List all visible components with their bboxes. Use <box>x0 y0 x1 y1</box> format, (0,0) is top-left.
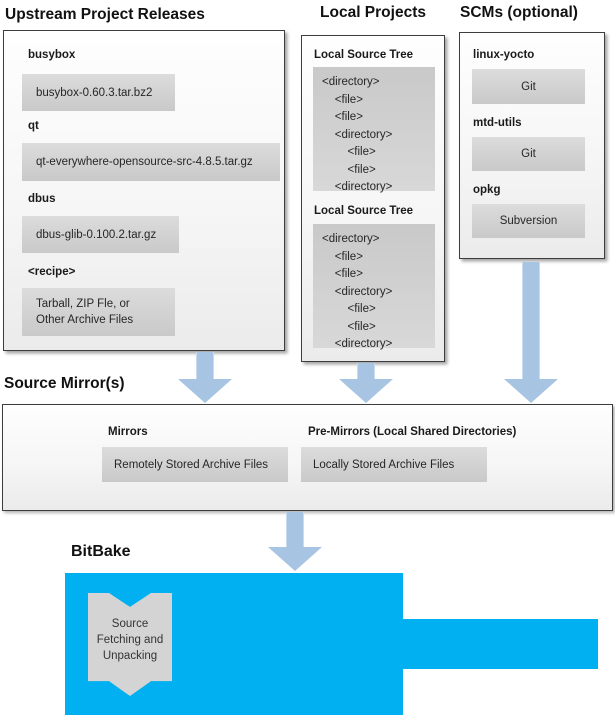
scm-item-label: mtd-utils <box>473 117 522 129</box>
upstream-item-label: qt <box>28 120 39 132</box>
scm-type-text: Git <box>521 148 536 160</box>
local-projects-box: Local Source Tree <directory> <file> <fi… <box>301 35 445 362</box>
arrow-upstream-to-mirrors-icon <box>178 352 232 403</box>
mirrors-item: Remotely Stored Archive Files <box>102 447 288 482</box>
upstream-box: busybox busybox-0.60.3.tar.bz2 qt qt-eve… <box>3 30 285 351</box>
upstream-item-file: Tarball, ZIP Fle, or Other Archive Files <box>22 288 175 336</box>
premirrors-item-text: Locally Stored Archive Files <box>313 458 455 471</box>
source-mirrors-box: Mirrors Remotely Stored Archive Files Pr… <box>2 404 613 511</box>
source-mirrors-title: Source Mirror(s) <box>4 375 125 392</box>
premirrors-heading: Pre-Mirrors (Local Shared Directories) <box>308 426 517 438</box>
mirrors-heading: Mirrors <box>108 426 148 438</box>
arrow-shaft <box>196 352 214 380</box>
scm-item-type: Git <box>472 137 585 171</box>
premirrors-item: Locally Stored Archive Files <box>301 447 487 482</box>
arrow-local-to-mirrors-icon <box>339 363 393 403</box>
scm-item-type: Git <box>472 69 585 104</box>
scms-box: linux-yocto Git mtd-utils Git opkg Subve… <box>459 32 605 259</box>
scm-item-label: opkg <box>473 184 501 196</box>
upstream-item-label: busybox <box>28 49 76 61</box>
upstream-file-text: dbus-glib-0.100.2.tar.gz <box>36 228 157 241</box>
local-source-tree-heading: Local Source Tree <box>314 49 414 61</box>
upstream-item-label: <recipe> <box>28 266 76 278</box>
upstream-file-text: qt-everywhere-opensource-src-4.8.5.tar.g… <box>36 156 253 168</box>
upstream-title: Upstream Project Releases <box>5 6 205 23</box>
upstream-item-file: busybox-0.60.3.tar.bz2 <box>22 74 175 111</box>
scm-type-text: Git <box>521 80 536 93</box>
local-source-tree-listing: <directory> <file> <file> <directory> <f… <box>313 224 435 350</box>
local-source-tree-heading: Local Source Tree <box>314 205 414 217</box>
arrow-shaft <box>286 512 304 548</box>
arrow-head <box>268 547 322 571</box>
upstream-item-file: qt-everywhere-opensource-src-4.8.5.tar.g… <box>22 143 280 181</box>
local-projects-title: Local Projects <box>320 4 426 21</box>
scm-item-label: linux-yocto <box>473 49 535 61</box>
scm-type-text: Subversion <box>499 215 558 227</box>
bitbake-title: BitBake <box>71 543 131 560</box>
upstream-file-text: busybox-0.60.3.tar.bz2 <box>36 86 153 99</box>
source-fetching-ribbon: Source Fetching and Unpacking <box>88 593 172 696</box>
upstream-file-text: Tarball, ZIP Fle, or Other Archive Files <box>36 298 134 326</box>
source-fetching-label: Source Fetching and Unpacking <box>96 617 164 662</box>
mirrors-item-text: Remotely Stored Archive Files <box>114 458 269 471</box>
arrow-head <box>178 379 232 403</box>
arrow-mirrors-to-bitbake-icon <box>268 512 322 571</box>
scms-title: SCMs (optional) <box>460 4 578 21</box>
arrow-scms-to-mirrors-icon <box>504 262 558 403</box>
scm-item-type: Subversion <box>472 204 585 238</box>
upstream-item-file: dbus-glib-0.100.2.tar.gz <box>22 216 179 253</box>
arrow-shaft <box>522 262 540 380</box>
local-source-tree-listing: <directory> <file> <file> <directory> <f… <box>313 67 435 193</box>
bitbake-output-tab <box>402 619 598 669</box>
arrow-head <box>504 379 558 403</box>
arrow-shaft <box>357 363 375 380</box>
upstream-item-label: dbus <box>28 193 56 205</box>
arrow-head <box>339 379 393 403</box>
